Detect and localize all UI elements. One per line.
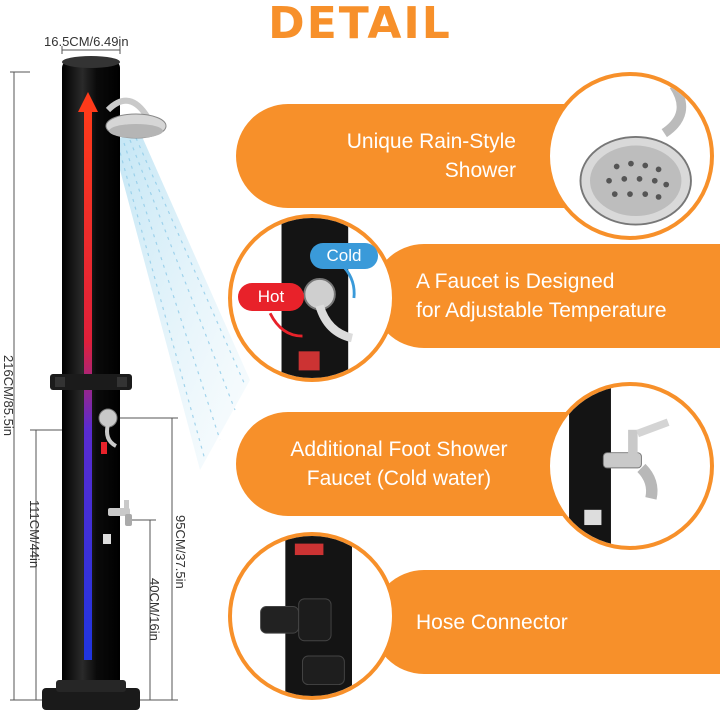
feature-foot-faucet-line2: Faucet (Cold water) — [306, 467, 492, 490]
main-faucet-height-label: 95CM/37.5in — [173, 515, 188, 589]
hose-connector-icon — [228, 532, 396, 700]
feature-mixer-faucet-line2: for Adjustable Temperature — [416, 299, 667, 322]
feature-mixer-faucet: A Faucet is Designed for Adjustable Temp… — [372, 244, 720, 348]
diameter-dimension-label: 16.5CM/6.49in — [44, 34, 129, 49]
feature-hose-connector-line1: Hose Connector — [416, 610, 568, 634]
feature-mixer-faucet-line1: A Faucet is Designed — [416, 270, 615, 293]
pipe-joint — [50, 374, 132, 390]
hose-height-label: 40CM/16in — [147, 578, 162, 641]
rain-shower-head-icon — [546, 72, 714, 240]
foot-faucet-height-label: 111CM/44in — [27, 500, 42, 569]
foot-faucet-icon — [546, 382, 714, 550]
feature-rain-shower-line1: Unique Rain-Style — [346, 130, 516, 153]
feature-foot-faucet-line1: Additional Foot Shower — [290, 438, 508, 461]
heat-arrow — [78, 92, 98, 112]
total-height-label: 216CM/85.5in — [1, 355, 16, 436]
solar-shower-illustration — [10, 46, 250, 710]
feature-rain-shower-line2: Shower — [444, 159, 516, 182]
water-spray — [112, 132, 250, 470]
mixer-faucet-icon — [228, 214, 396, 382]
hot-label: Hot — [238, 283, 304, 311]
feature-hose-connector: Hose Connector — [372, 570, 720, 674]
shower-base — [42, 688, 140, 710]
page-title: DETAIL — [268, 0, 452, 49]
cold-label: Cold — [310, 243, 378, 269]
